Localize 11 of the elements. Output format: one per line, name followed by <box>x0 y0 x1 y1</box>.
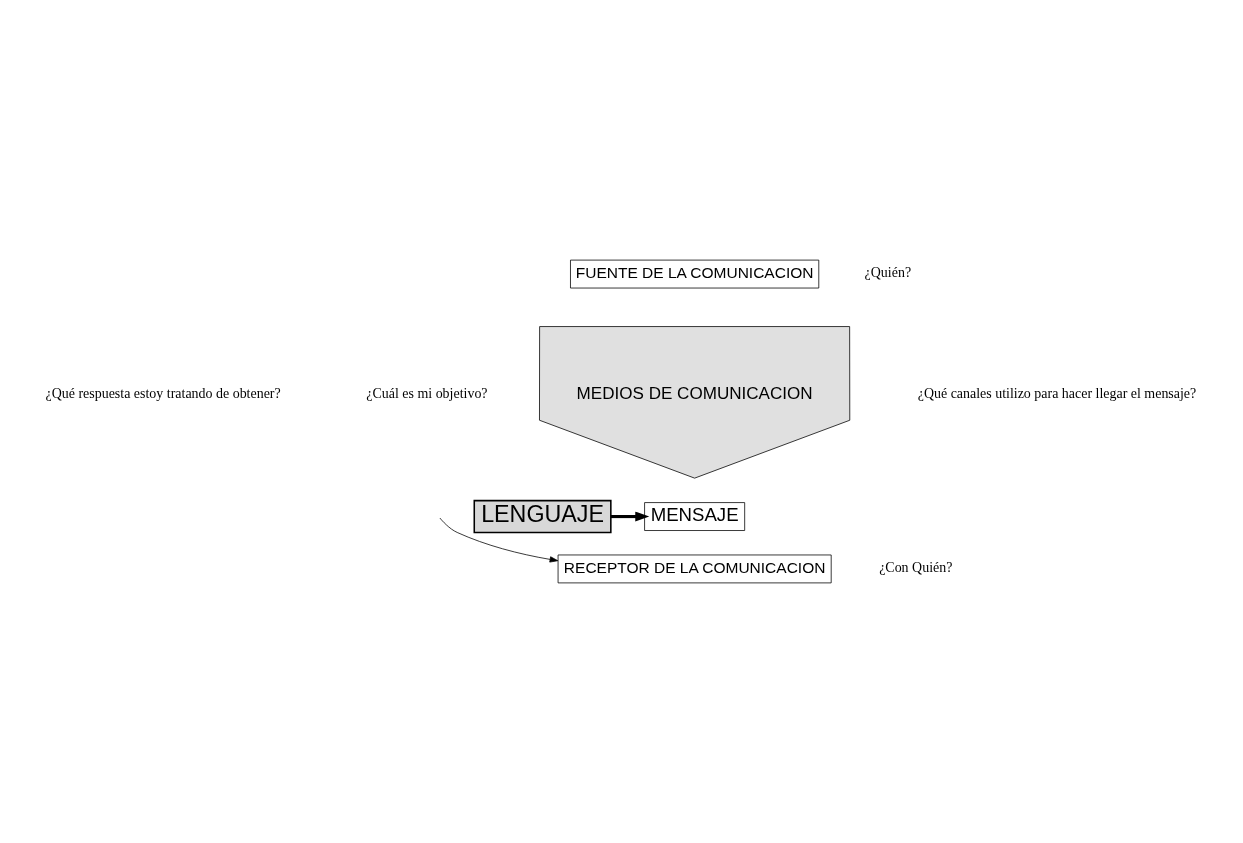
label: ¿Qué respuesta estoy tratando de obtener? <box>45 385 281 401</box>
arrow <box>439 517 559 563</box>
node-box: FUENTE DE LA COMUNICACION <box>570 259 820 289</box>
node-box: LENGUAJE <box>473 499 612 534</box>
arrow <box>610 511 650 522</box>
label: ¿Con Quién? <box>879 560 953 576</box>
label: ¿Cuál es mi objetivo? <box>366 385 488 401</box>
node-box: MENSAJE <box>644 502 746 531</box>
label: ¿Qué canales utilizo para hacer llegar el mensaje? <box>917 385 1197 401</box>
label: ¿Quién? <box>864 265 912 281</box>
node-box: RECEPTOR DE LA COMUNICACION <box>557 554 832 584</box>
